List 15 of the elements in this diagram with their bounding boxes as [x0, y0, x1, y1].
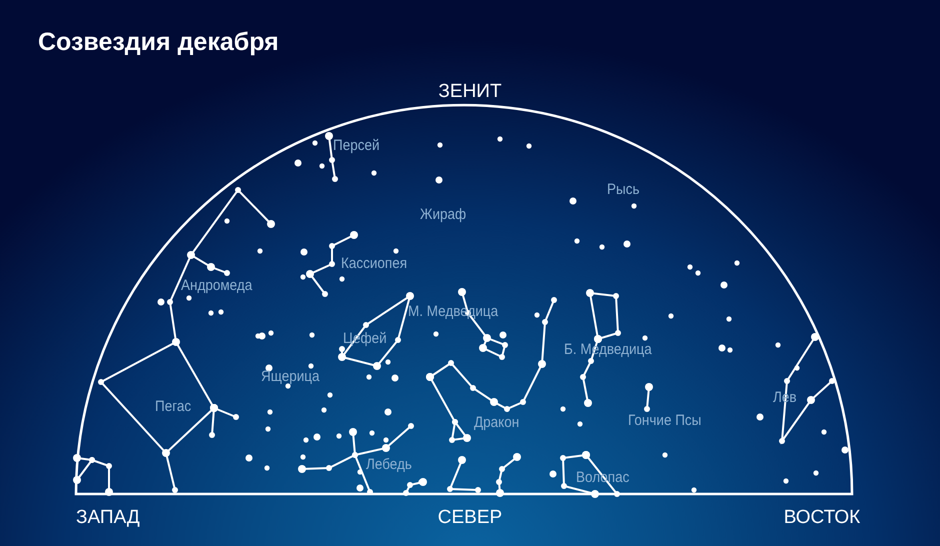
constellation-label: Лебедь: [366, 456, 412, 474]
constellation-label: Персей: [333, 137, 380, 155]
constellation-label: Андромеда: [181, 277, 252, 295]
constellation-label: Пегас: [155, 398, 192, 416]
constellation-label: Дракон: [474, 414, 520, 432]
direction-label: СЕВЕР: [438, 507, 502, 529]
constellation-label: Ящерица: [261, 368, 320, 386]
constellation-label: Гончие Псы: [628, 412, 702, 430]
title: Созвездия декабря: [38, 28, 279, 57]
constellation-label: Рысь: [607, 181, 640, 199]
constellation-label: Кассиопея: [341, 255, 408, 273]
direction-label: ЗАПАД: [76, 507, 140, 529]
direction-label: ВОСТОК: [784, 507, 860, 529]
direction-label: ЗЕНИТ: [438, 81, 502, 103]
constellation-label: Жираф: [420, 206, 466, 224]
